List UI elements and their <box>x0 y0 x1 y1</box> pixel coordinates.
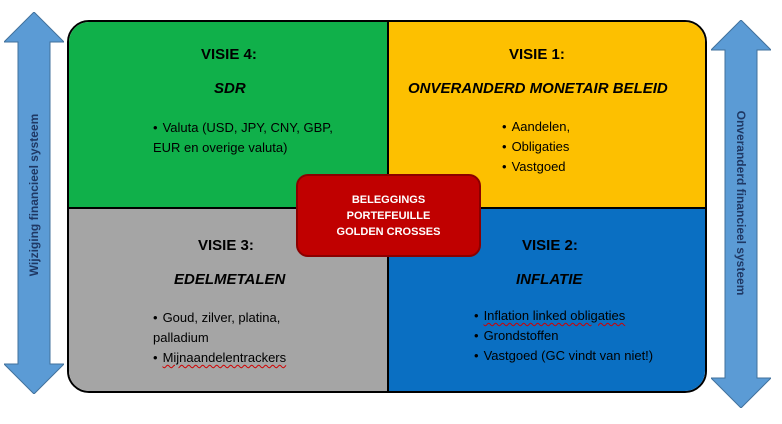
quadrant-items: Aandelen, Obligaties Vastgoed <box>502 117 571 177</box>
right-double-arrow-icon <box>711 20 771 408</box>
list-item: Aandelen, <box>502 117 571 137</box>
center-line: PORTEFEUILLE <box>346 209 431 222</box>
center-line: GOLDEN CROSSES <box>336 225 441 238</box>
center-portfolio-box: BELEGGINGS PORTEFEUILLE GOLDEN CROSSES <box>296 174 481 257</box>
list-item: Goud, zilver, platina, palladium <box>153 308 323 348</box>
quadrant-items: Goud, zilver, platina, palladium Mijnaan… <box>153 308 323 368</box>
quadrant-items: Inflation linked obligaties Grondstoffen… <box>474 306 654 366</box>
spellcheck-word: Inflation linked obligaties <box>483 308 626 323</box>
right-axis-label: Onveranderd financieel systeem <box>734 110 748 296</box>
quadrant-title: VISIE 4: <box>201 46 257 63</box>
left-double-arrow-icon <box>4 12 64 394</box>
left-axis-label: Wijziging financieel systeem <box>27 113 41 277</box>
list-item: Vastgoed (GC vindt van niet!) <box>474 346 654 366</box>
quadrant-title: VISIE 1: <box>509 46 565 63</box>
center-line: BELEGGINGS <box>351 193 426 206</box>
quadrant-subtitle: EDELMETALEN <box>174 271 286 288</box>
quadrant-items: Valuta (USD, JPY, CNY, GBP, EUR en overi… <box>153 118 363 158</box>
quadrant-title: VISIE 3: <box>198 237 254 254</box>
quadrant-subtitle: SDR <box>214 80 246 97</box>
spellcheck-word: Mijnaandelentrackers <box>162 350 287 365</box>
quadrant-title: VISIE 2: <box>522 237 578 254</box>
list-item: Valuta (USD, JPY, CNY, GBP, EUR en overi… <box>153 118 363 158</box>
list-item: Mijnaandelentrackers <box>153 348 323 368</box>
list-item: Inflation linked obligaties <box>474 306 653 326</box>
quadrant-subtitle: ONVERANDERD MONETAIR BELEID <box>408 80 668 97</box>
quadrant-visie-2: VISIE 2: INFLATIE Inflation linked oblig… <box>388 208 705 391</box>
quadrant-subtitle: INFLATIE <box>516 271 583 288</box>
list-item: Obligaties <box>502 137 570 157</box>
list-item: Grondstoffen <box>474 326 653 346</box>
list-item: Vastgoed <box>502 157 570 177</box>
